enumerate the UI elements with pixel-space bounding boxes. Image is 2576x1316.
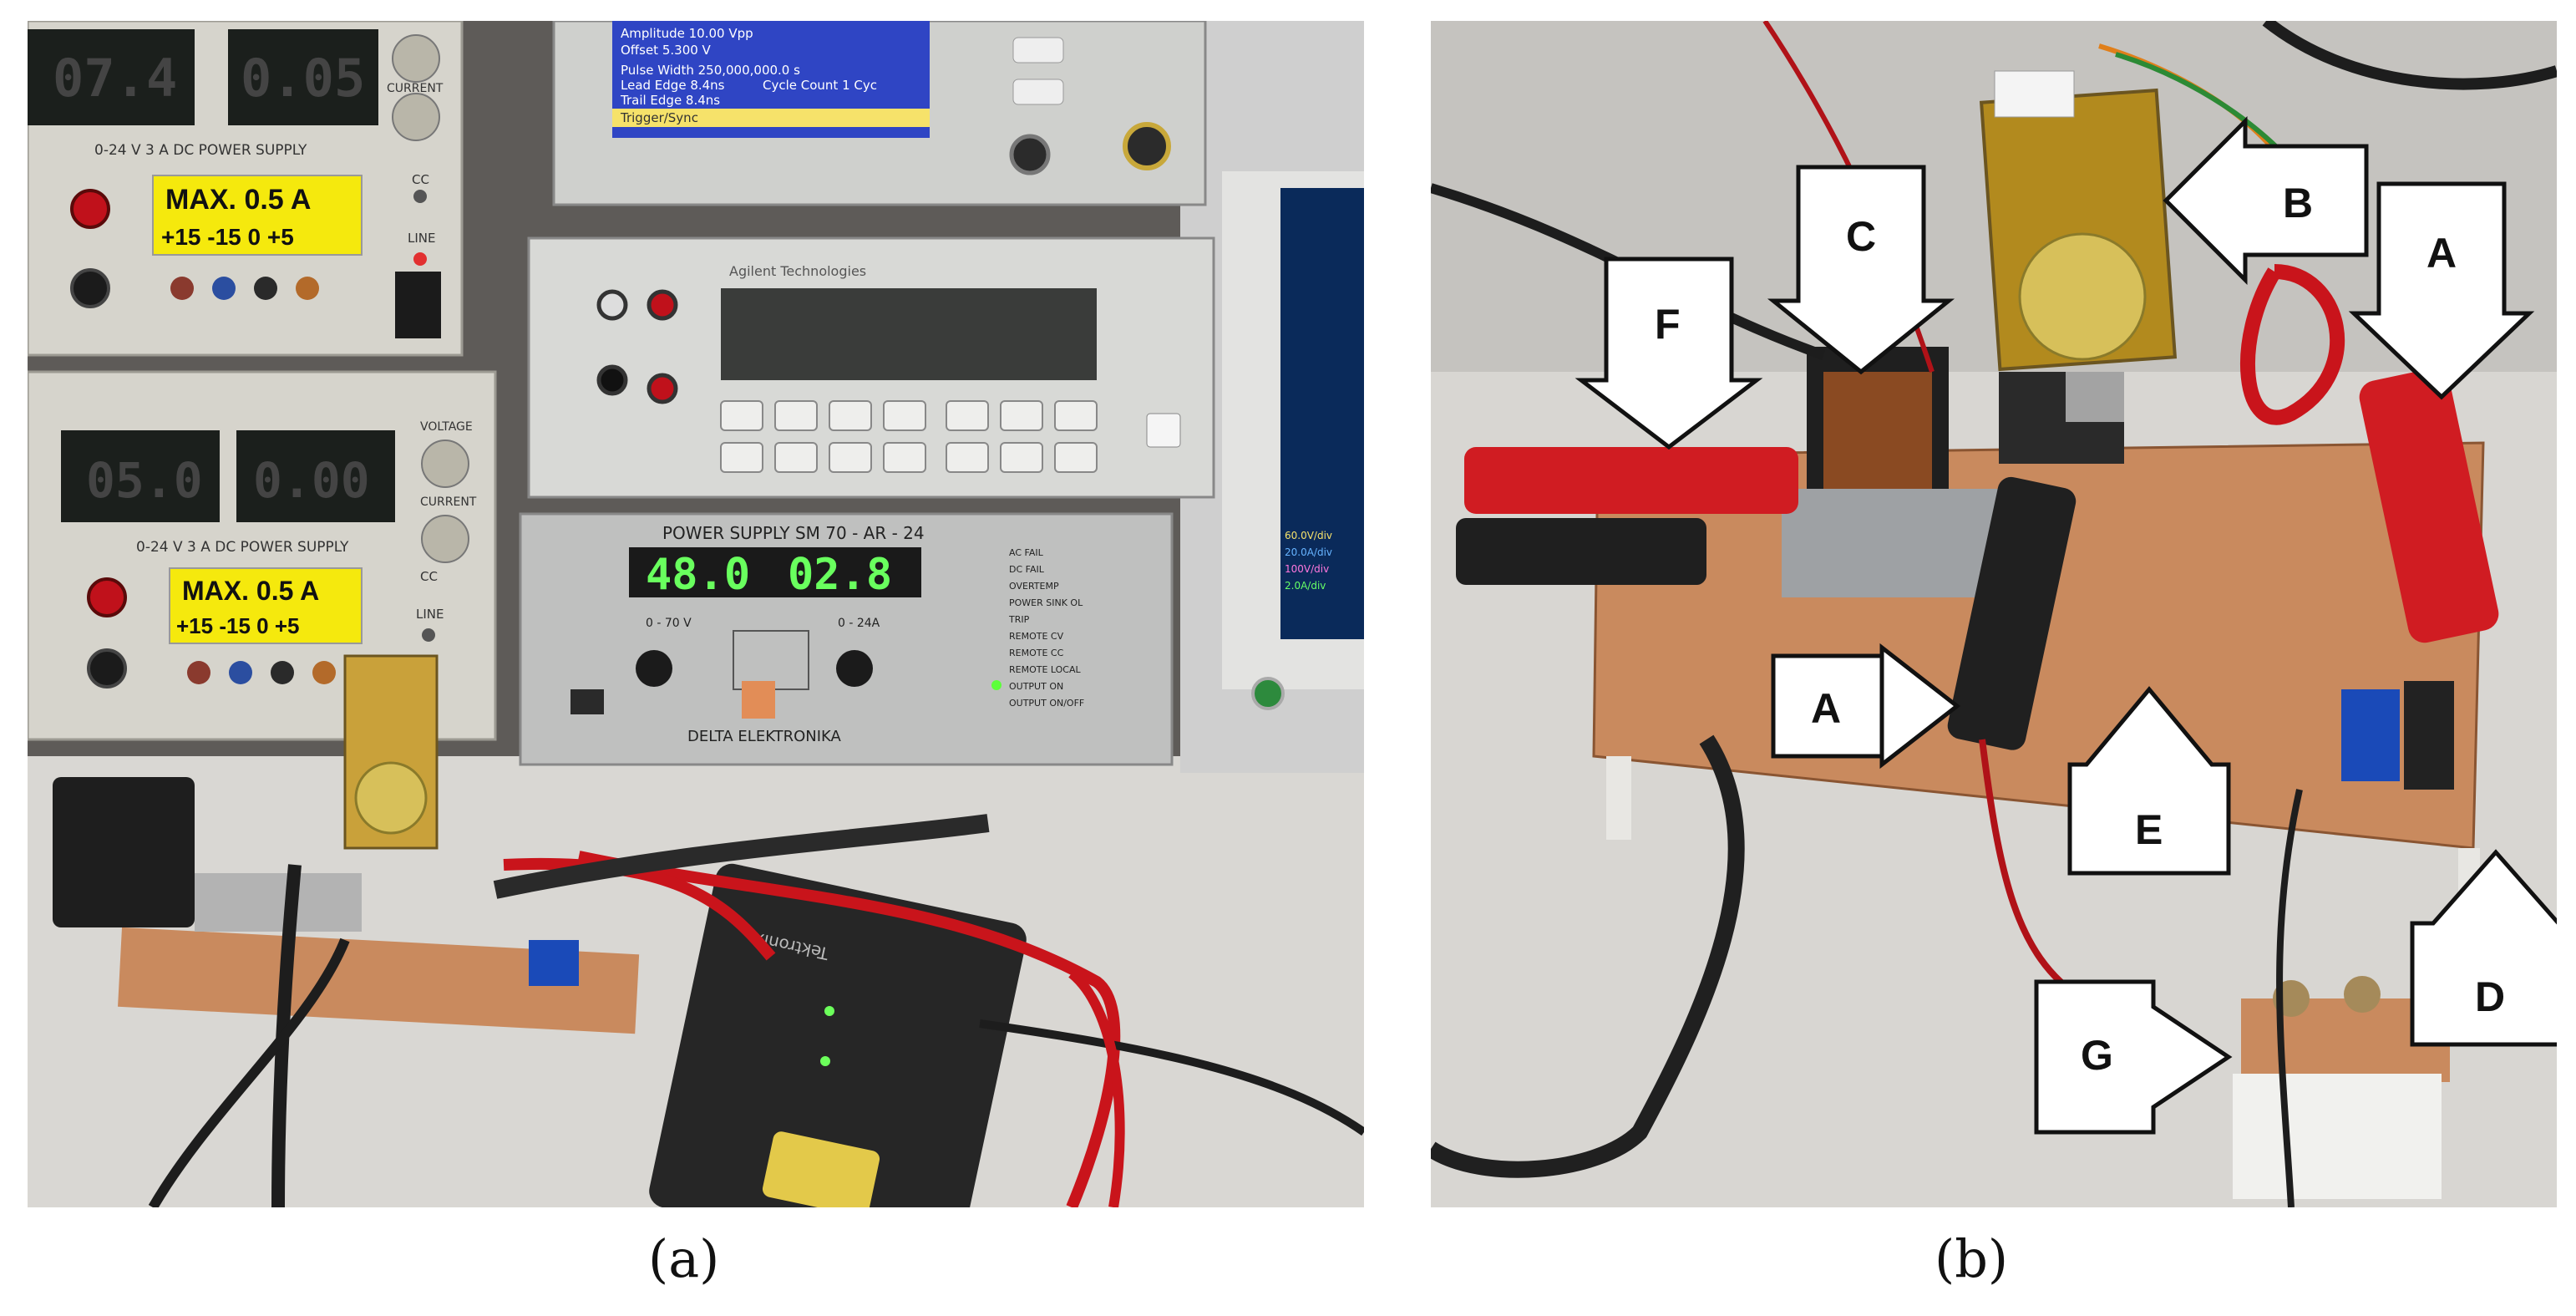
delta-range-amps: 0 - 24A (838, 617, 880, 630)
max-current-label-top (152, 175, 363, 256)
photo-a-scene: 07.4 0.05 CURRENT 0-24 V 3 A DC POWER SU… (28, 21, 1364, 1207)
scope-channel-list: 60.0V/div 20.0A/div 100V/div 2.0A/div (1285, 530, 1332, 592)
delta-status-0: AC FAIL (1009, 547, 1044, 558)
scope-ch-1: 20.0A/div (1285, 546, 1332, 558)
caption-b: (b) (1935, 1228, 2009, 1289)
callout-d-text: D (2475, 973, 2505, 1020)
line-indicator-label-top: LINE (408, 231, 435, 246)
black-current-probe (1947, 476, 2077, 750)
callout-b: B (2163, 115, 2369, 286)
delta-status-2: OVERTEMP (1009, 581, 1059, 592)
callout-e-text: E (2135, 806, 2163, 853)
photo-b-scene: A B C F A E D (1431, 21, 2557, 1207)
psu-top-model: 0-24 V 3 A DC POWER SUPPLY (94, 142, 307, 159)
callout-f-text: F (1655, 301, 1681, 348)
delta-status-1: DC FAIL (1009, 564, 1045, 575)
line-indicator-label-bottom: LINE (416, 607, 444, 622)
delta-status-5: REMOTE CV (1009, 631, 1064, 642)
psu-bottom-display-left: 05.0 (86, 452, 203, 509)
rails-text-bottom: +15 -15 0 +5 (176, 613, 299, 638)
delta-status-9: OUTPUT ON/OFF (1009, 698, 1084, 709)
dmm-brand: Agilent Technologies (729, 263, 866, 279)
callout-e: E (2067, 686, 2231, 876)
psu-bottom-voltage-label: VOLTAGE (420, 420, 473, 434)
psu-top-display-left: 07.4 (53, 48, 177, 109)
max-current-text-bottom: MAX. 0.5 A (182, 576, 319, 606)
callout-g-text: G (2081, 1032, 2113, 1079)
delta-voltage-display: 48.0 (646, 550, 750, 600)
dc-power-supply-bottom: 05.0 0.00 VOLTAGE CURRENT 0-24 V 3 A DC … (28, 370, 497, 741)
max-current-label-bottom (169, 567, 363, 644)
funcgen-line-amplitude: Amplitude 10.00 Vpp (621, 26, 753, 41)
funcgen-line-trail-edge: Trail Edge 8.4ns (620, 93, 720, 108)
funcgen-screen-text: Amplitude 10.00 Vpp Offset 5.300 V Pulse… (620, 26, 877, 125)
delta-status-8: OUTPUT ON (1009, 681, 1063, 692)
callout-a-bottom-text: A (1811, 685, 1841, 732)
callout-a-bottom: A (1771, 643, 1961, 770)
delta-range-volts: 0 - 70 V (646, 617, 692, 630)
max-current-text-top: MAX. 0.5 A (165, 184, 311, 216)
trimmer-pot (2341, 689, 2400, 781)
caption-a: (a) (648, 1228, 720, 1289)
dc-power-supply-top: 07.4 0.05 CURRENT 0-24 V 3 A DC POWER SU… (28, 21, 464, 357)
psu-bottom-display-right: 0.00 (253, 452, 370, 509)
photo-panel-b: A B C F A E D (1431, 21, 2557, 1207)
psu-bottom-current-label: CURRENT (420, 495, 477, 509)
callout-a-top: A (2348, 181, 2535, 400)
delta-current-display: 02.8 (788, 550, 892, 600)
callout-d: D (2410, 849, 2557, 1047)
callout-f: F (1575, 257, 1763, 450)
callout-c: C (1767, 165, 1955, 375)
psu-bottom-model: 0-24 V 3 A DC POWER SUPPLY (136, 539, 349, 556)
funcgen-line-lead-edge: Lead Edge 8.4ns (621, 78, 725, 93)
rails-text-top: +15 -15 0 +5 (161, 224, 294, 250)
red-banana-plug-left (1456, 447, 1798, 585)
transformer (1782, 347, 1999, 597)
test-pcb-a (53, 654, 640, 1034)
psu-top-current-label: CURRENT (387, 82, 444, 95)
funcgen-line-trigger: Trigger/Sync (620, 110, 698, 125)
sensor-board (1979, 70, 2178, 464)
callout-c-text: C (1846, 213, 1876, 260)
delta-status-list: AC FAIL DC FAIL OVERTEMP POWER SINK OL T… (1008, 547, 1084, 709)
connector-board (2233, 976, 2450, 1199)
delta-elektronika-supply: POWER SUPPLY SM 70 - AR - 24 48.0 02.8 0… (519, 512, 1174, 766)
scope-ch-0: 60.0V/div (1285, 530, 1332, 541)
funcgen-cycle-count: Cycle Count 1 Cyc (763, 78, 877, 93)
oscilloscope: 60.0V/div 20.0A/div 100V/div 2.0A/div (1222, 171, 1364, 710)
digital-multimeter: Agilent Technologies (527, 236, 1215, 499)
scope-ch-3: 2.0A/div (1285, 580, 1326, 592)
red-banana-plug-right (2359, 368, 2499, 643)
cc-indicator-label-top: CC (412, 172, 429, 187)
header-socket (2404, 681, 2454, 790)
delta-status-3: POWER SINK OL (1009, 597, 1083, 608)
current-probe-amplifier: Tektronix (649, 863, 1027, 1207)
delta-brand: DELTA ELEKTRONIKA (687, 728, 842, 745)
callout-a-top-text: A (2426, 230, 2457, 277)
callout-b-text: B (2283, 180, 2313, 226)
funcgen-line-pulse-width: Pulse Width 250,000,000.0 s (621, 63, 800, 78)
delta-status-4: TRIP (1008, 614, 1030, 625)
cc-indicator-label-bottom: CC (420, 569, 438, 584)
funcgen-line-offset: Offset 5.300 V (621, 43, 712, 58)
callout-g: G (2034, 979, 2233, 1135)
psu-top-display-right: 0.05 (241, 48, 365, 109)
function-generator: Amplitude 10.00 Vpp Offset 5.300 V Pulse… (552, 21, 1207, 206)
delta-title: POWER SUPPLY SM 70 - AR - 24 (662, 523, 925, 543)
delta-status-7: REMOTE LOCAL (1009, 664, 1082, 675)
scope-ch-2: 100V/div (1285, 563, 1329, 575)
photo-panel-a: 07.4 0.05 CURRENT 0-24 V 3 A DC POWER SU… (28, 21, 1364, 1207)
delta-status-6: REMOTE CC (1009, 648, 1064, 658)
